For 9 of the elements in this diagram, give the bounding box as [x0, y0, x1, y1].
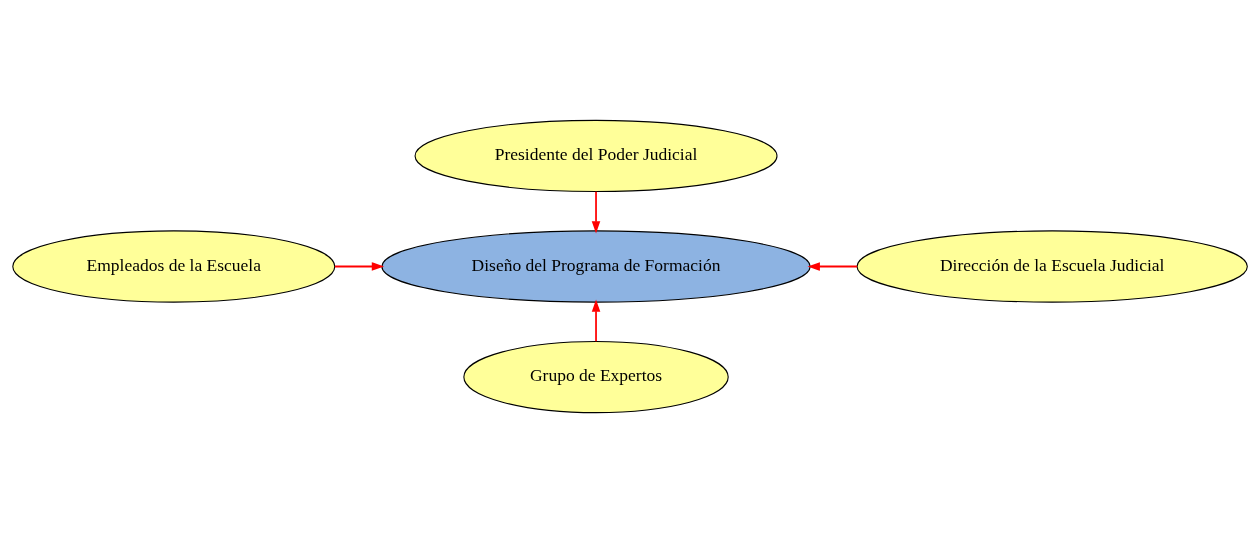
node-ellipse: Empleados de la Escuela: [12, 230, 336, 303]
node-ellipse: Diseño del Programa de Formación: [381, 230, 811, 303]
arrow: [591, 299, 601, 343]
node-ellipse: Grupo de Expertos: [463, 340, 729, 414]
arrow: [591, 190, 601, 234]
node-ellipse: Presidente del Poder Judicial: [414, 119, 778, 193]
arrow: [334, 262, 385, 271]
node-ellipse: Dirección de la Escuela Judicial: [856, 230, 1248, 303]
arrow: [807, 262, 858, 271]
